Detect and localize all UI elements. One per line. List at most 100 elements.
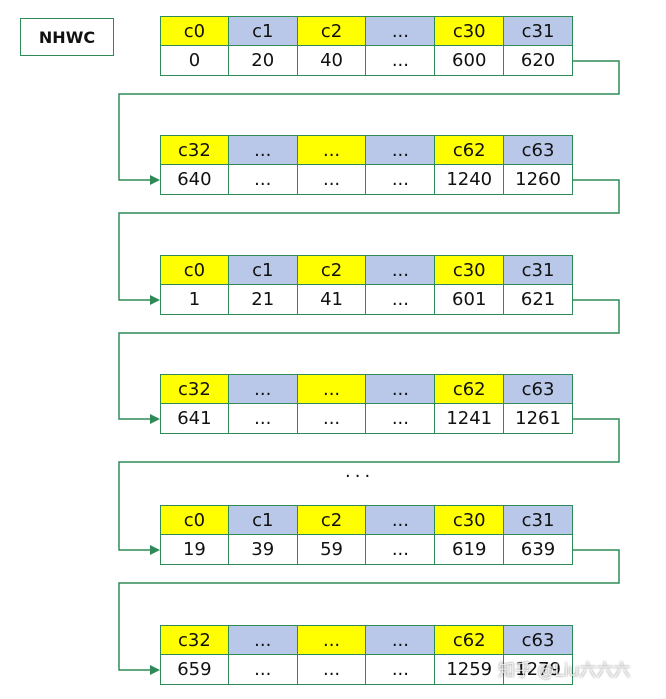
channel-header-cell: c2: [297, 255, 367, 285]
channel-header-cell: c0: [160, 255, 229, 285]
channel-header-cell: c63: [504, 374, 573, 404]
memory-index-cell: ...: [228, 404, 298, 434]
memory-index-cell: ...: [297, 655, 367, 685]
channel-header-cell: ...: [366, 16, 436, 46]
memory-index-cell: 1241: [435, 404, 505, 434]
channel-header-cell: ...: [228, 625, 298, 655]
arrowhead-icon: [150, 665, 160, 675]
memory-index-cell: 639: [504, 535, 573, 565]
arrowhead-icon: [150, 175, 160, 185]
channel-header-cell: c2: [297, 16, 367, 46]
memory-index-cell: 21: [228, 285, 298, 315]
memory-index-cell: 1260: [504, 165, 573, 195]
memory-index-cell: ...: [366, 404, 436, 434]
channel-header-cell: ...: [366, 374, 436, 404]
connector-line: [118, 179, 620, 301]
channel-header-cell: ...: [297, 625, 367, 655]
channel-header-cell: c0: [160, 16, 229, 46]
channel-header-cell: ...: [228, 374, 298, 404]
channel-header-cell: c1: [228, 505, 298, 535]
channel-header-cell: ...: [297, 135, 367, 165]
channel-header-cell: c2: [297, 505, 367, 535]
channel-header-cell: c32: [160, 625, 229, 655]
memory-index-cell: 0: [160, 46, 229, 76]
connector-line: [118, 418, 620, 551]
memory-index-cell: ...: [366, 285, 436, 315]
memory-index-cell: 20: [228, 46, 298, 76]
channel-header-cell: ...: [366, 505, 436, 535]
memory-index-cell: 39: [228, 535, 298, 565]
memory-index-cell: 659: [160, 655, 229, 685]
memory-index-cell: 600: [435, 46, 505, 76]
channel-header-cell: c31: [504, 255, 573, 285]
channel-header-cell: ...: [228, 135, 298, 165]
memory-index-cell: ...: [366, 535, 436, 565]
memory-index-cell: 620: [504, 46, 573, 76]
layout-title: NHWC: [20, 18, 114, 56]
channel-header-cell: c1: [228, 255, 298, 285]
channel-header-cell: c30: [435, 255, 505, 285]
channel-header-cell: ...: [366, 625, 436, 655]
arrowhead-icon: [150, 414, 160, 424]
memory-index-cell: 641: [160, 404, 229, 434]
channel-header-cell: c31: [504, 505, 573, 535]
memory-index-cell: 640: [160, 165, 229, 195]
channel-header-cell: c32: [160, 135, 229, 165]
arrowhead-icon: [150, 295, 160, 305]
memory-index-cell: 1279: [504, 655, 573, 685]
memory-index-cell: ...: [228, 165, 298, 195]
memory-index-cell: 40: [297, 46, 367, 76]
watermark: 知乎 @Liu六六六: [498, 661, 631, 681]
memory-index-cell: ...: [366, 46, 436, 76]
channel-header-cell: ...: [366, 135, 436, 165]
memory-index-cell: 1259: [435, 655, 505, 685]
arrowhead-icon: [150, 545, 160, 555]
memory-index-cell: 619: [435, 535, 505, 565]
memory-index-cell: ...: [366, 655, 436, 685]
memory-index-cell: 41: [297, 285, 367, 315]
connector-line: [118, 299, 620, 420]
memory-index-cell: 621: [504, 285, 573, 315]
channel-header-cell: c32: [160, 374, 229, 404]
continuation-ellipsis: ···: [345, 466, 375, 487]
channel-header-cell: c1: [228, 16, 298, 46]
memory-index-cell: 1: [160, 285, 229, 315]
memory-index-cell: ...: [366, 165, 436, 195]
memory-index-cell: 1261: [504, 404, 573, 434]
channel-header-cell: c62: [435, 625, 505, 655]
memory-index-cell: 59: [297, 535, 367, 565]
memory-index-cell: 1240: [435, 165, 505, 195]
channel-header-cell: c62: [435, 374, 505, 404]
channel-header-cell: c63: [504, 135, 573, 165]
channel-header-cell: c31: [504, 16, 573, 46]
memory-index-cell: ...: [228, 655, 298, 685]
channel-header-cell: c62: [435, 135, 505, 165]
memory-index-cell: ...: [297, 165, 367, 195]
memory-index-cell: 19: [160, 535, 229, 565]
channel-header-cell: c30: [435, 16, 505, 46]
channel-header-cell: ...: [366, 255, 436, 285]
channel-header-cell: c30: [435, 505, 505, 535]
connector-line: [118, 60, 620, 181]
memory-index-cell: 601: [435, 285, 505, 315]
channel-header-cell: c63: [504, 625, 573, 655]
